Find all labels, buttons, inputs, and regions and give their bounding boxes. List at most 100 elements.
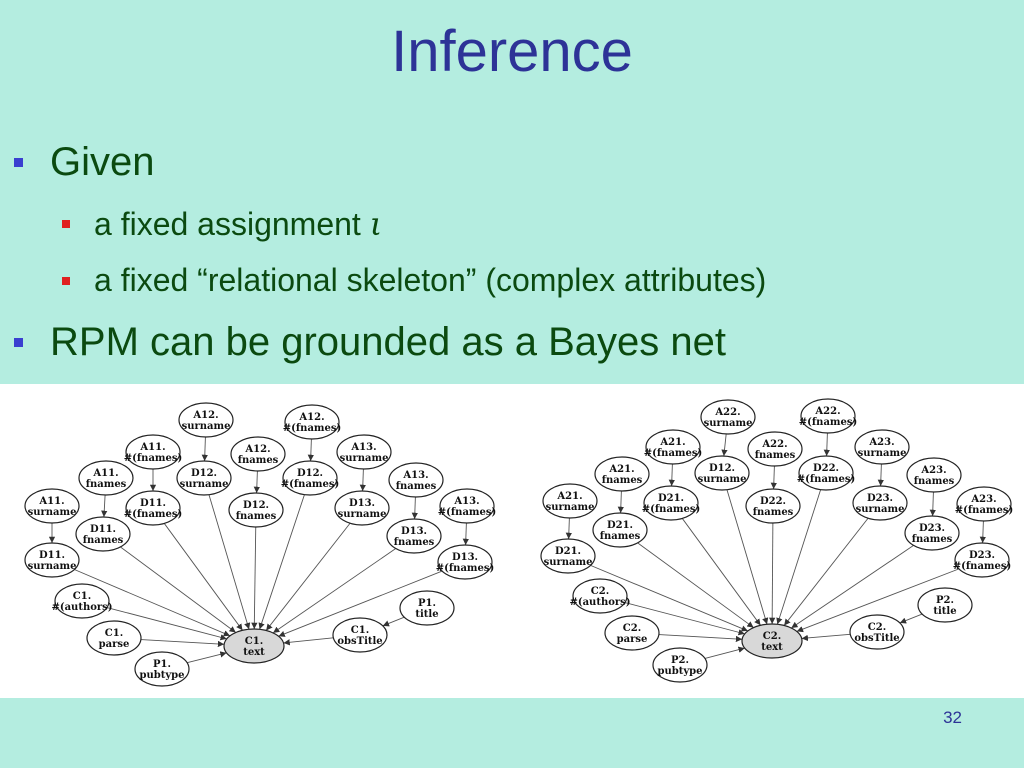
node-label: D13. (401, 526, 427, 537)
node-label: #(fnames) (436, 563, 494, 574)
node-label: surname (704, 418, 753, 429)
node-label: C2. (763, 631, 781, 642)
bn-node-p2p: P2.pubtype (652, 647, 708, 683)
node-label: fnames (602, 475, 643, 486)
bn-edge (658, 634, 743, 643)
node-ellipse (223, 628, 285, 664)
node-ellipse (700, 399, 756, 435)
node-label: A23. (868, 437, 894, 448)
node-ellipse (125, 490, 181, 526)
bn-edge (624, 602, 745, 636)
bn-edge (265, 522, 351, 631)
bn-node-a11f: A11.fnames (78, 460, 134, 496)
bn-node-a13f: A13.fnames (388, 462, 444, 498)
node-label: A12. (298, 412, 324, 423)
node-label: fnames (600, 531, 641, 542)
bn-node-d13f: D13.fnames (386, 518, 442, 554)
node-label: pubtype (657, 666, 702, 677)
bn-node-d23f: D23.fnames (904, 515, 960, 551)
node-ellipse (956, 486, 1012, 522)
node-label: fnames (755, 450, 796, 461)
node-label: C2. (591, 586, 609, 597)
bn-node-a11s: A11.surname (24, 488, 80, 524)
bn-edge (637, 542, 754, 628)
node-ellipse (75, 516, 131, 552)
bn-edge (726, 489, 769, 625)
node-ellipse (906, 457, 962, 493)
bn-edge (770, 465, 777, 490)
bn-edge (462, 522, 469, 546)
bn-edge (208, 494, 251, 630)
bn-node-p1t: P1.title (399, 590, 455, 626)
bn-node-a21f: A21.fnames (594, 456, 650, 492)
node-label: surname (858, 448, 907, 459)
node-label: A23. (970, 494, 996, 505)
node-ellipse (228, 492, 284, 528)
node-label: D11. (39, 550, 65, 561)
node-label: #(fnames) (955, 505, 1013, 516)
bn-node-a13s: A13.surname (336, 434, 392, 470)
bn-edge (791, 545, 914, 629)
bn-edge (140, 639, 225, 648)
node-label: #(fnames) (124, 453, 182, 464)
bn-edge (258, 494, 305, 630)
bn-node-a12f: A12.fnames (230, 436, 286, 472)
node-ellipse (437, 544, 493, 580)
node-label: A13. (402, 470, 428, 481)
node-ellipse (604, 615, 660, 651)
node-ellipse (334, 490, 390, 526)
node-label: fnames (394, 537, 435, 548)
node-label: D11. (140, 498, 166, 509)
node-label: #(fnames) (283, 423, 341, 434)
node-label: surname (28, 561, 77, 572)
bn-node-d12s: D12.surname (176, 460, 232, 496)
node-label: P2. (671, 655, 689, 666)
node-label: fnames (753, 507, 794, 518)
bullet-rpm: RPM can be grounded as a Bayes net (14, 320, 726, 365)
bn-node-d13n: D13.#(fnames) (436, 544, 494, 580)
sub-bullet-skeleton: a fixed “relational skeleton” (complex a… (62, 262, 766, 299)
node-label: A23. (920, 465, 946, 476)
bn-node-d23s: D23.surname (852, 485, 908, 521)
node-label: P1. (153, 659, 171, 670)
bn-node-d11f: D11.fnames (75, 516, 131, 552)
node-label: title (933, 606, 956, 617)
bn-node-c1o: C1.obsTitle (332, 617, 388, 653)
bn-node-c1p: C1.parse (86, 620, 142, 656)
node-ellipse (542, 483, 598, 519)
node-label: D11. (90, 524, 116, 535)
node-label: obsTitle (854, 633, 899, 644)
bn-edge (704, 646, 745, 659)
iota-symbol: ι (369, 205, 383, 243)
page-number: 32 (943, 708, 962, 727)
bn-node-a23n: A23.#(fnames) (955, 486, 1013, 522)
bn-edge (359, 468, 366, 492)
node-label: P1. (418, 598, 436, 609)
bn-node-a12n: A12.#(fnames) (283, 404, 341, 440)
node-label: A22. (761, 439, 787, 450)
sub-bullet-square-icon (62, 220, 70, 228)
bn-edge (721, 433, 728, 457)
bullet-text: RPM can be grounded as a Bayes net (50, 320, 726, 364)
node-ellipse (388, 462, 444, 498)
bn-node-a13n: A13.#(fnames) (438, 488, 496, 524)
bn-edge (382, 616, 405, 627)
node-label: fnames (236, 511, 277, 522)
bn-node-d21n: D21.#(fnames) (642, 485, 700, 521)
node-label: surname (180, 479, 229, 490)
bullet-square-icon (14, 158, 23, 167)
bn-edge (979, 520, 986, 544)
node-label: obsTitle (337, 636, 382, 647)
node-ellipse (572, 578, 628, 614)
node-label: A11. (92, 468, 118, 479)
node-label: surname (546, 502, 595, 513)
node-label: C2. (868, 622, 886, 633)
node-label: #(authors) (51, 602, 112, 613)
node-label: D12. (297, 468, 323, 479)
node-ellipse (54, 583, 110, 619)
bn-node-a21s: A21.surname (542, 483, 598, 519)
node-ellipse (917, 587, 973, 623)
bn-node-c2a: C2.#(authors) (569, 578, 631, 614)
node-label: #(fnames) (799, 417, 857, 428)
node-label: D21. (658, 493, 684, 504)
